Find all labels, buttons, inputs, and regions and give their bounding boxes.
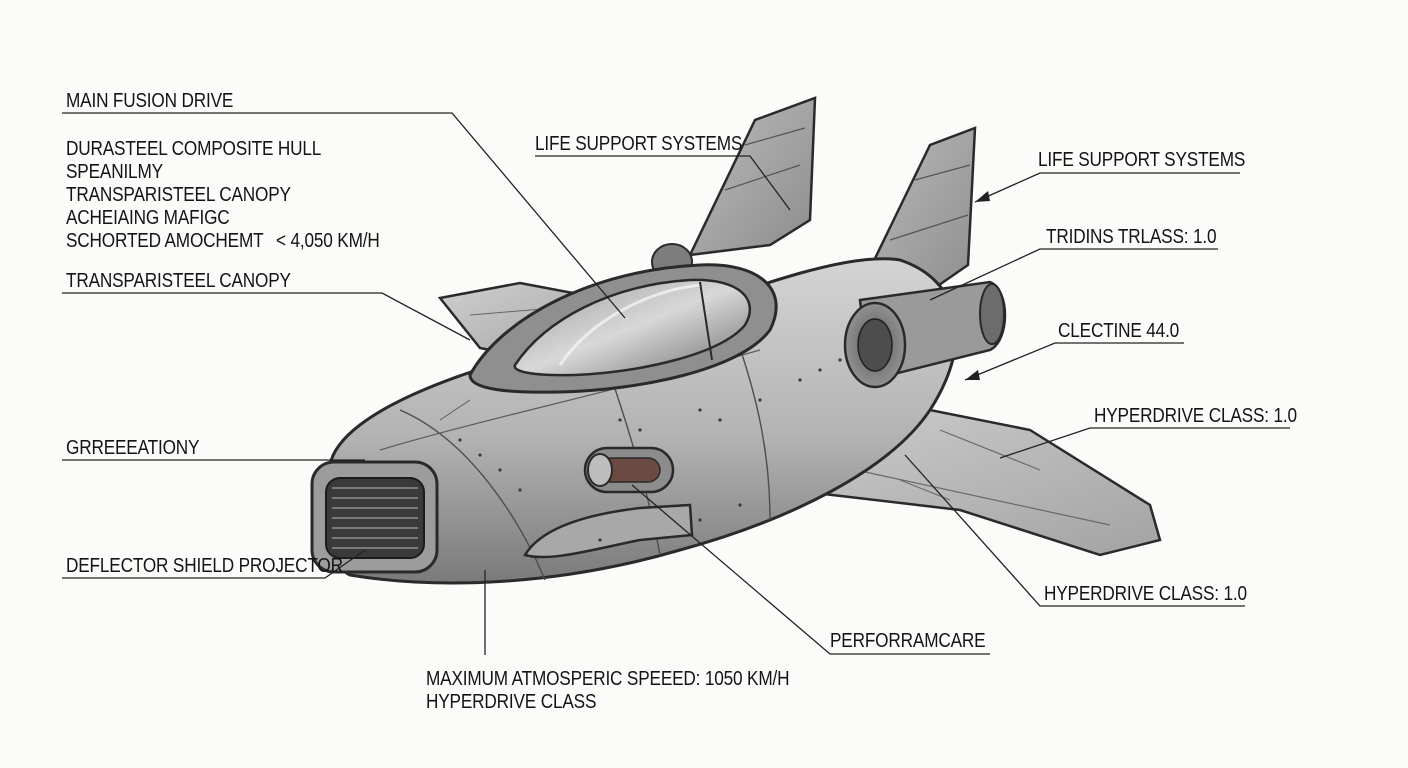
label-max-speed: MAXIMUM ATMOSPERIC SPEEED: 1050 KM/H: [426, 668, 790, 690]
deflector-grille: [310, 460, 439, 574]
label-main-fusion-drive: MAIN FUSION DRIVE: [66, 90, 234, 112]
main-engine: [843, 280, 1007, 389]
underside-missile: [523, 503, 694, 559]
label-max-speed-block: MAXIMUM ATMOSPERIC SPEEED: 1050 KM/H HYP…: [426, 668, 849, 714]
left-tail-fin: [687, 96, 817, 257]
label-stack-line: SPEANILMY: [66, 161, 163, 183]
label-deflector-shield-projector: DEFLECTOR SHIELD PROJECTOR: [66, 555, 343, 577]
label-clectine: CLECTINE 44.0: [1058, 320, 1180, 342]
label-tridins: TRIDINS TRLASS: 1.0: [1046, 226, 1217, 248]
hull-rivets: [458, 358, 842, 542]
label-stack-line: ACHEIAING MAFIGC: [66, 207, 230, 229]
label-speed-note: < 4,050 KM/H: [276, 230, 380, 252]
label-transparisteel-canopy: TRANSPARISTEEL CANOPY: [66, 270, 291, 292]
label-hyperdrive-lower: HYPERDRIVE CLASS: 1.0: [1044, 583, 1247, 605]
label-stack-line: DURASTEEL COMPOSITE HULL: [66, 138, 322, 160]
label-hyperdrive-class: HYPERDRIVE CLASS: [426, 691, 597, 713]
label-stack: DURASTEEL COMPOSITE HULL SPEANILMY TRANS…: [66, 138, 363, 253]
label-hyperdrive-upper: HYPERDRIVE CLASS: 1.0: [1094, 405, 1297, 427]
leader-lines: [62, 112, 1290, 655]
arrowheads: [965, 191, 990, 380]
label-stack-line: SCHORTED AMOCHEMT: [66, 230, 264, 252]
side-pod: [583, 446, 675, 494]
label-life-support-center: LIFE SUPPORT SYSTEMS: [535, 133, 743, 155]
label-greeeation: GRREEEATIONY: [66, 437, 200, 459]
label-life-support-right: LIFE SUPPORT SYSTEMS: [1038, 149, 1246, 171]
label-performance: PERFORRAMCARE: [830, 630, 986, 652]
label-stack-line: TRANSPARISTEEL CANOPY: [66, 184, 291, 206]
cockpit-canopy: [468, 263, 778, 394]
